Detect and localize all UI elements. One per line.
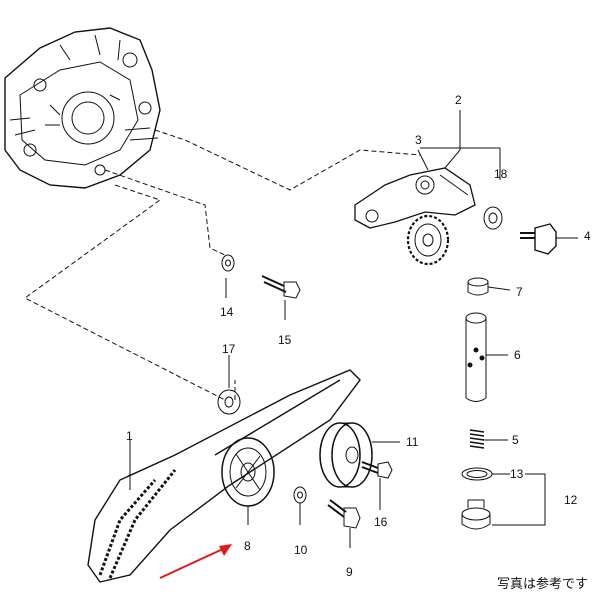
callout-17: 17: [222, 342, 236, 356]
spring-5: [469, 429, 485, 449]
crankcase-half: [4, 27, 161, 189]
callout-15: 15: [278, 333, 292, 347]
bolt-9: [327, 499, 361, 529]
shaft-6: [465, 312, 487, 402]
bolt-15: [261, 275, 301, 299]
reference-note: 写真は参考です: [496, 577, 588, 592]
callout-3: 3: [415, 133, 422, 147]
leader-lines: [24, 129, 421, 401]
callout-13: 13: [510, 467, 524, 481]
sprocket-gear: [406, 214, 450, 266]
tensioner-arm: [354, 167, 476, 229]
callout-10: 10: [294, 543, 308, 557]
cap-7: [467, 277, 489, 296]
bolt-4: [520, 223, 557, 255]
callout-1: 1: [126, 429, 133, 443]
callout-5: 5: [512, 433, 519, 447]
callout-12: 12: [564, 493, 578, 507]
callout-6: 6: [514, 348, 521, 362]
callout-leaders: [129, 110, 578, 548]
plug-12: [461, 499, 491, 530]
callout-7: 7: [516, 285, 523, 299]
bolt-16: [361, 461, 393, 479]
ring-13: [461, 467, 493, 481]
callout-16: 16: [374, 515, 388, 529]
callout-11: 11: [406, 435, 419, 449]
callout-14: 14: [220, 305, 234, 319]
washer-14: [221, 254, 235, 272]
callout-8: 8: [244, 539, 251, 553]
callout-2: 2: [455, 93, 462, 107]
washer-18: [483, 206, 503, 230]
callout-9: 9: [346, 565, 353, 579]
callout-4: 4: [584, 229, 591, 243]
washer-17: [217, 389, 241, 415]
drum-11: [319, 422, 373, 488]
red-arrow: [159, 544, 232, 579]
sprocket-8: [221, 437, 275, 507]
washer-10: [293, 486, 307, 504]
callout-18: 18: [494, 167, 508, 181]
